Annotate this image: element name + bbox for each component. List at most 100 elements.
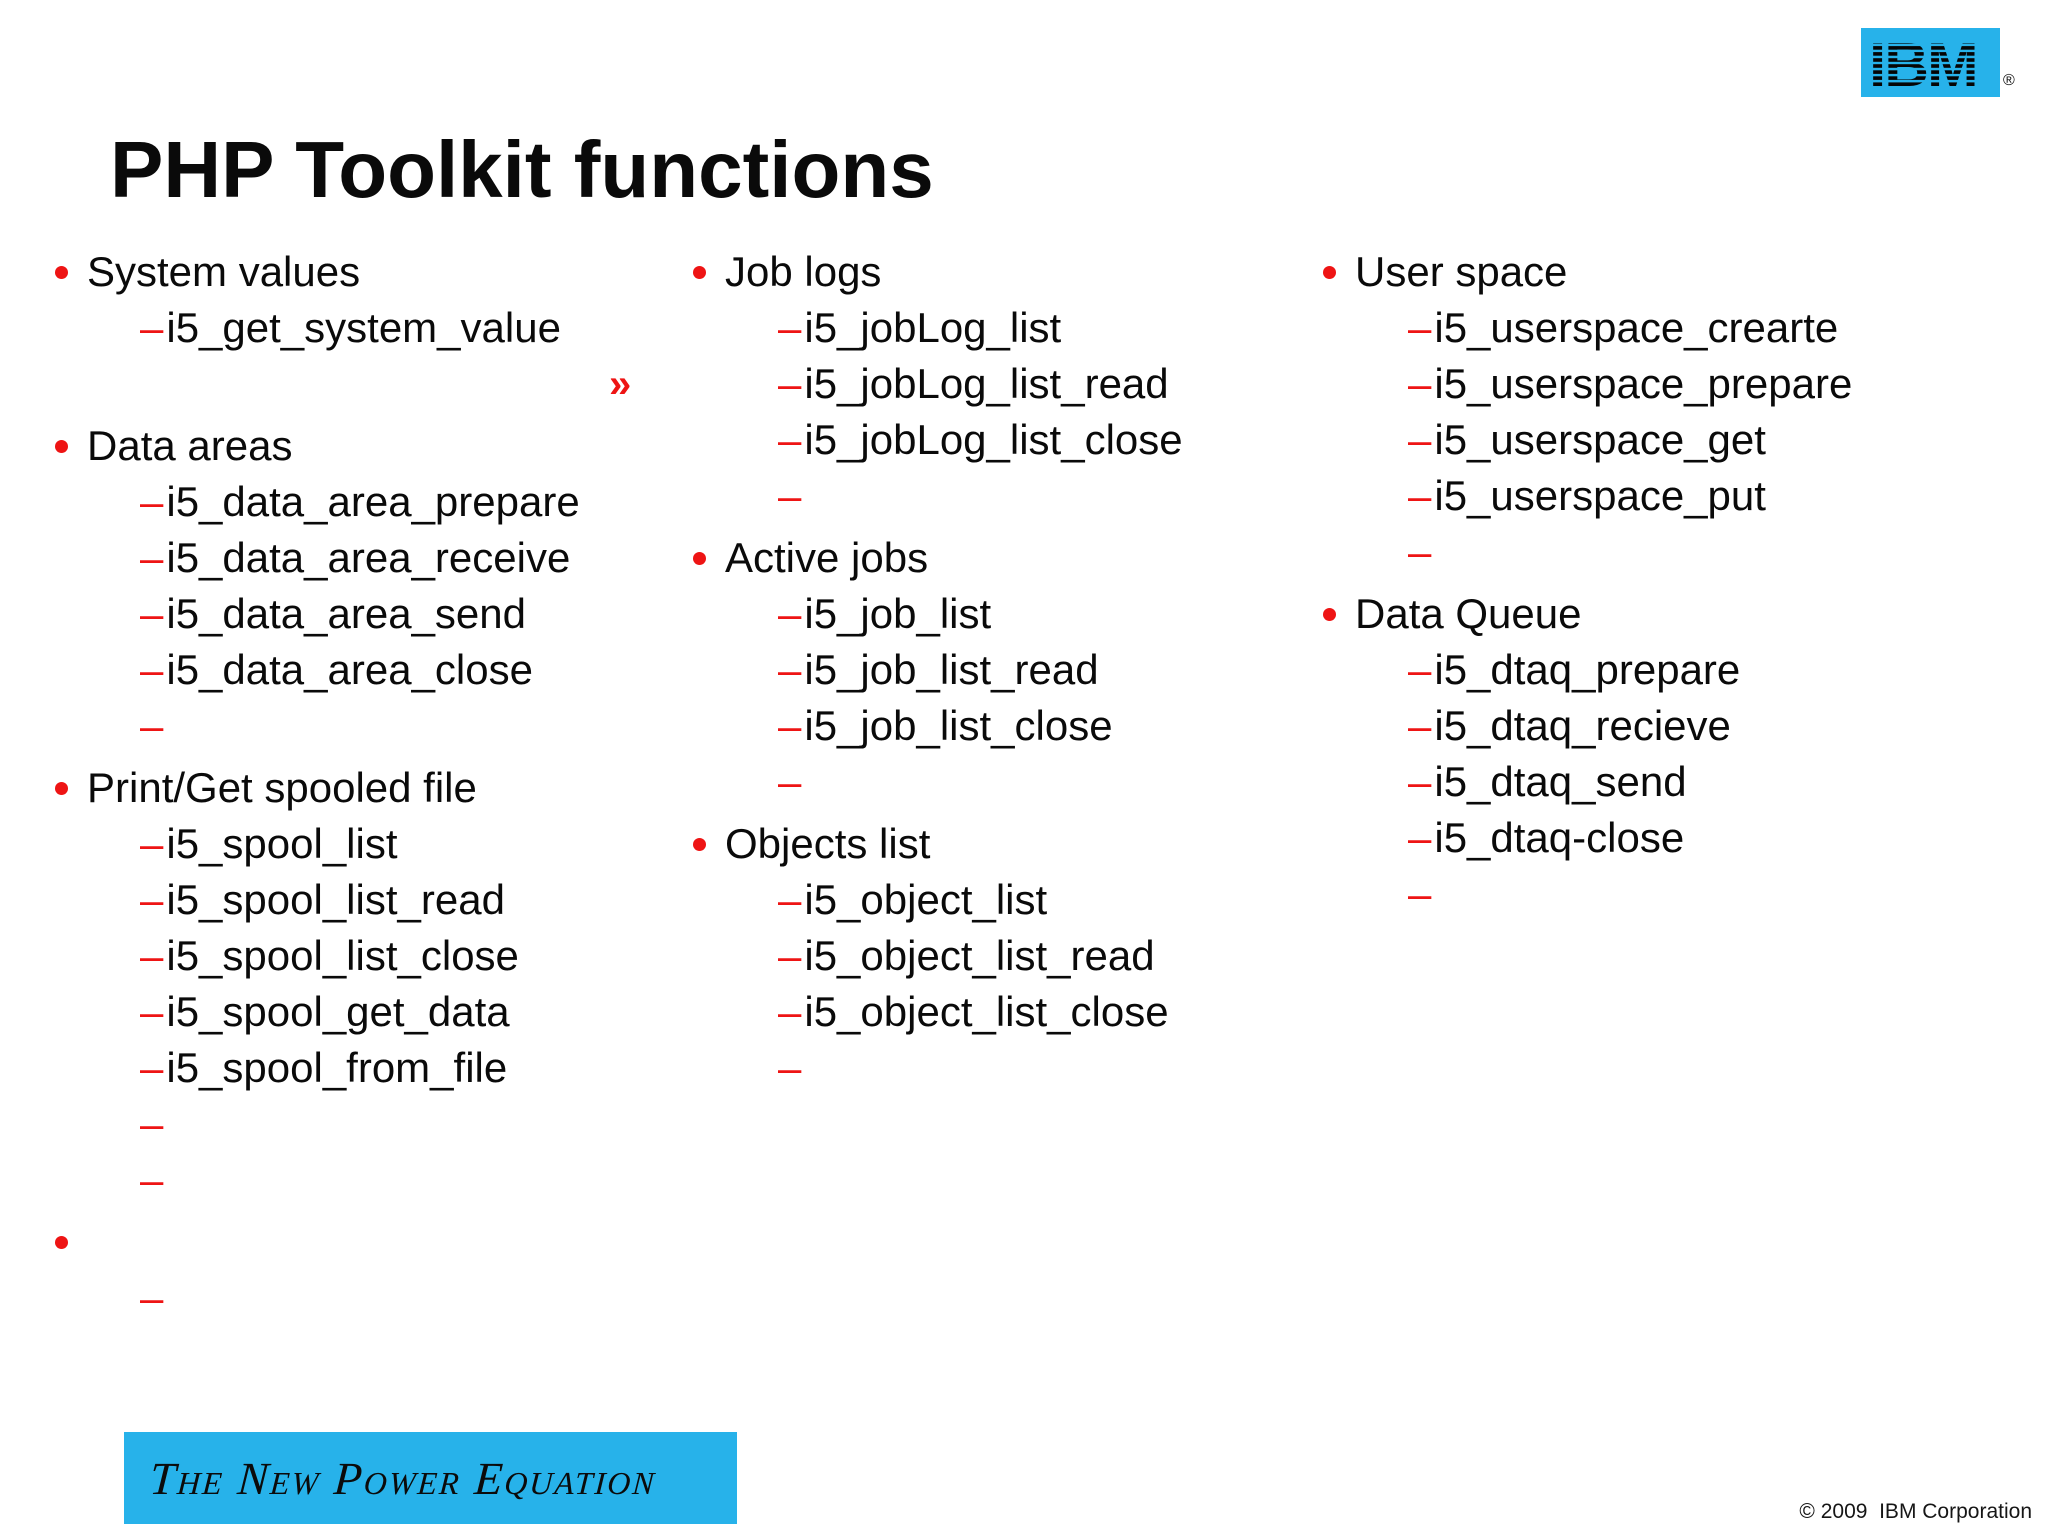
dash-bullet-icon: – [140,1274,164,1321]
function-row: –i5_dtaq_send [1316,754,1852,810]
dash-bullet-icon: – [778,472,802,519]
function-name: i5_object_list_read [804,932,1155,979]
section-row: Objects list [686,816,1183,872]
function-row: –i5_job_list [686,586,1183,642]
bullet-dot-icon [693,265,706,279]
function-name: i5_dtaq-close [1434,814,1685,861]
function-name: i5_spool_from_file [166,1044,508,1091]
function-row: –i5_data_area_send [48,586,631,642]
bullet-group: Data areas–i5_data_area_prepare–i5_data_… [48,418,631,754]
function-row: –i5_userspace_put [1316,468,1852,524]
dash-bullet-icon: – [778,876,802,923]
dash-bullet-icon: – [778,416,802,463]
dash-bullet-icon: – [140,702,164,749]
dash-bullet-icon: – [140,820,164,867]
function-name: i5_spool_list [166,820,398,867]
dash-bullet-icon: – [1408,360,1432,407]
bullet-group: – [48,1214,631,1326]
bullet-dot-icon [55,439,68,453]
function-row: –i5_userspace_crearte [1316,300,1852,356]
function-name: i5_jobLog_list_read [804,360,1169,407]
dash-bullet-icon: – [140,646,164,693]
dash-bullet-icon: – [1408,758,1432,805]
dash-bullet-icon: – [1408,870,1432,917]
dash-bullet-icon: – [778,590,802,637]
column-middle: Job logs–i5_jobLog_list–i5_jobLog_list_r… [686,244,1183,1096]
function-row: – [48,1152,631,1208]
ibm-logo-text: IBM [1869,31,1977,97]
function-name: i5_data_area_prepare [166,478,580,525]
function-name: i5_job_list [804,590,992,637]
function-row: –i5_job_list_read [686,642,1183,698]
function-row: – [48,698,631,754]
bullet-group: User space–i5_userspace_crearte–i5_users… [1316,244,1852,580]
bullet-group: Data Queue –i5_dtaq_prepare–i5_dtaq_recie… [1316,586,1852,922]
column-left: System values–i5_get_system_value»Data a… [48,244,631,1326]
dash-bullet-icon: – [778,758,802,805]
section-heading: System values [87,248,361,295]
section-row: Job logs [686,244,1183,300]
registered-trademark-icon: ® [2003,72,2015,89]
function-row: –i5_object_list_close [686,984,1183,1040]
dash-bullet-icon: – [778,932,802,979]
dash-bullet-icon: – [778,646,802,693]
dash-bullet-icon: – [778,702,802,749]
tagline-banner: The New Power Equation [124,1432,737,1524]
dash-bullet-icon: – [778,1044,802,1091]
function-row: – [48,1270,631,1326]
function-row: – [48,1096,631,1152]
function-row: –i5_dtaq_recieve [1316,698,1852,754]
section-heading: Print/Get spooled file [87,764,477,811]
function-name: i5_job_list_close [804,702,1113,749]
function-row: –i5_dtaq_prepare [1316,642,1852,698]
dash-bullet-icon: – [140,478,164,525]
function-name: i5_userspace_put [1434,472,1766,519]
dash-bullet-icon: – [1408,416,1432,463]
function-row: –i5_jobLog_list_read [686,356,1183,412]
function-name: i5_dtaq_send [1434,758,1687,805]
section-heading: Active jobs [725,534,929,581]
function-row: – [686,1040,1183,1096]
ibm-logo-graphic: IBM [1861,28,2000,100]
bullet-dot-icon [55,1235,68,1249]
dash-bullet-icon: – [140,1100,164,1147]
section-heading: User space [1355,248,1568,295]
function-name: i5_data_area_receive [166,534,571,581]
function-name: i5_jobLog_list [804,304,1062,351]
function-name: i5_userspace_prepare [1434,360,1853,407]
function-row: – [1316,524,1852,580]
copyright-text: © 2009 IBM Corporation [1799,1500,2032,1523]
section-row: Active jobs [686,530,1183,586]
dash-bullet-icon: – [1408,304,1432,351]
ibm-logo: IBM [1861,28,2000,100]
page-title: PHP Toolkit functions [110,125,934,214]
section-row [48,1214,631,1270]
dash-bullet-icon: – [140,304,164,351]
section-heading: Data Queue [1355,590,1582,637]
function-row: –i5_object_list [686,872,1183,928]
function-name: i5_data_area_send [166,590,527,637]
function-name: i5_data_area_close [166,646,533,693]
dash-bullet-icon: – [1408,702,1432,749]
function-row: –i5_data_area_prepare [48,474,631,530]
dash-bullet-icon: – [778,360,802,407]
function-row: –i5_object_list_read [686,928,1183,984]
bullet-group: System values–i5_get_system_value» [48,244,631,412]
section-heading: Objects list [725,820,931,867]
function-name: i5_object_list_close [804,988,1169,1035]
function-name: i5_job_list_read [804,646,1099,693]
section-heading: Data areas [87,422,293,469]
section-heading: Job logs [725,248,882,295]
function-row: –i5_spool_from_file [48,1040,631,1096]
function-name: i5_userspace_crearte [1434,304,1839,351]
function-row: –i5_dtaq-close [1316,810,1852,866]
bullet-group: Objects list–i5_object_list–i5_object_li… [686,816,1183,1096]
function-row: –i5_spool_list_read [48,872,631,928]
function-name: i5_object_list [804,876,1048,923]
function-row: – [686,468,1183,524]
function-row: –i5_jobLog_list [686,300,1183,356]
function-row: –i5_data_area_receive [48,530,631,586]
function-name: i5_spool_list_read [166,876,505,923]
function-row: – [1316,866,1852,922]
